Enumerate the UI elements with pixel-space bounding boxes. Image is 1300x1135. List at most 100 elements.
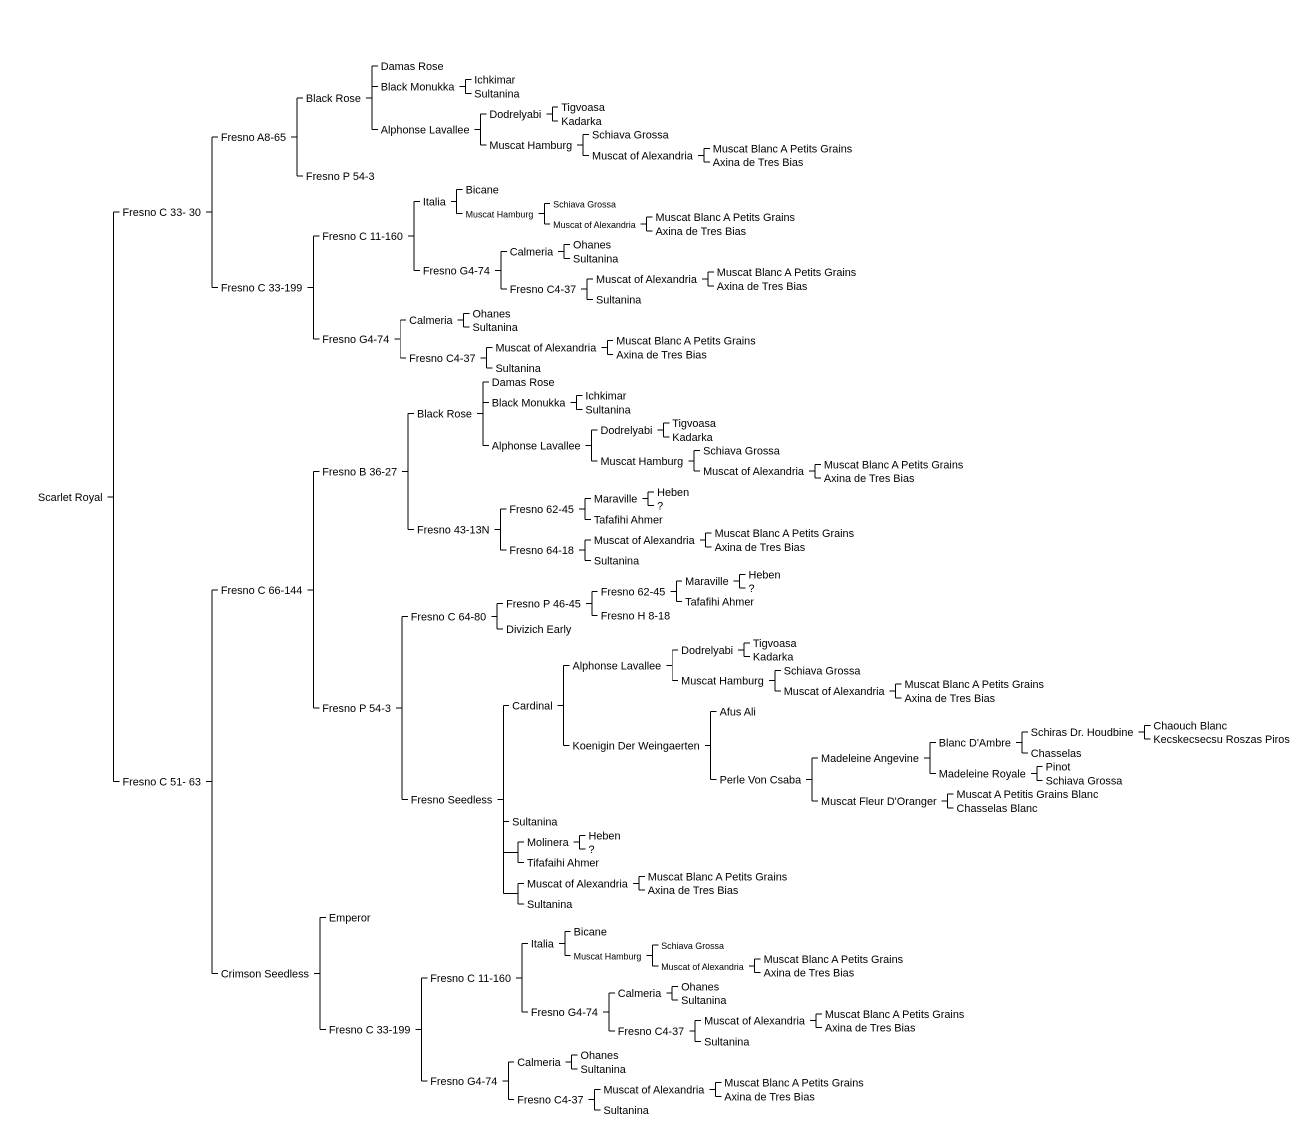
node-label-schiava-grossa: Schiava Grossa <box>592 130 670 142</box>
node-label-madeleine-angevine: Madeleine Angevine <box>821 753 919 765</box>
node-label-muscat-blanc-a-petits-grains: Muscat Blanc A Petits Grains <box>648 871 788 883</box>
node-label-chasselas-blanc: Chasselas Blanc <box>957 803 1038 815</box>
node-label-axina-de-tres-bias: Axina de Tres Bias <box>764 968 855 980</box>
node-label-heben: Heben <box>748 569 780 581</box>
node-label-maraville: Maraville <box>594 494 637 506</box>
node-label-blanc-d-ambre: Blanc D'Ambre <box>939 737 1011 749</box>
node-label-node: ? <box>589 844 595 856</box>
node-label-muscat-of-alexandria: Muscat of Alexandria <box>596 274 698 286</box>
node-label-tigvoasa: Tigvoasa <box>561 102 606 114</box>
node-label-fresno-c-66-144: Fresno C 66-144 <box>221 585 303 597</box>
node-label-fresno-g4-74: Fresno G4-74 <box>531 1007 598 1019</box>
node-label-kadarka: Kadarka <box>672 432 713 444</box>
node-label-italia: Italia <box>531 938 555 950</box>
node-label-black-monukka: Black Monukka <box>492 398 567 410</box>
node-label-scarlet-royal: Scarlet Royal <box>38 492 103 504</box>
node-label-dodrelyabi: Dodrelyabi <box>681 645 733 657</box>
node-label-axina-de-tres-bias: Axina de Tres Bias <box>724 1091 815 1103</box>
node-label-muscat-of-alexandria: Muscat of Alexandria <box>704 1016 806 1028</box>
node-label-fresno-c-33-199: Fresno C 33-199 <box>329 1024 411 1036</box>
node-label-axina-de-tres-bias: Axina de Tres Bias <box>648 885 739 897</box>
node-label-axina-de-tres-bias: Axina de Tres Bias <box>717 281 808 293</box>
node-label-sultanina: Sultanina <box>512 816 558 828</box>
node-label-ohanes: Ohanes <box>581 1050 620 1062</box>
node-label-axina-de-tres-bias: Axina de Tres Bias <box>825 1023 916 1035</box>
node-label-muscat-of-alexandria: Muscat of Alexandria <box>527 878 629 890</box>
node-label-muscat-hamburg: Muscat Hamburg <box>681 676 764 688</box>
node-label-muscat-of-alexandria: Muscat of Alexandria <box>592 150 694 162</box>
node-label-fresno-c4-37: Fresno C4-37 <box>409 353 475 365</box>
node-label-axina-de-tres-bias: Axina de Tres Bias <box>905 693 996 705</box>
node-label-muscat-hamburg: Muscat Hamburg <box>466 210 534 220</box>
node-label-muscat-blanc-a-petits-grains: Muscat Blanc A Petits Grains <box>724 1077 864 1089</box>
node-label-muscat-blanc-a-petits-grains: Muscat Blanc A Petits Grains <box>824 459 964 471</box>
node-label-ohanes: Ohanes <box>472 308 511 320</box>
node-label-muscat-of-alexandria: Muscat of Alexandria <box>703 466 805 478</box>
node-label-muscat-of-alexandria: Muscat of Alexandria <box>495 343 597 355</box>
node-label-fresno-p-46-45: Fresno P 46-45 <box>506 598 581 610</box>
node-label-schiras-dr-houdbine: Schiras Dr. Houdbine <box>1031 727 1134 739</box>
node-label-fresno-43-13n: Fresno 43-13N <box>417 525 489 537</box>
node-label-perle-von-csaba: Perle Von Csaba <box>720 774 802 786</box>
node-label-alphonse-lavallee: Alphonse Lavallee <box>492 440 581 452</box>
node-label-sultanina: Sultanina <box>495 363 541 375</box>
node-label-sultanina: Sultanina <box>681 995 727 1007</box>
node-label-schiava-grossa: Schiava Grossa <box>553 199 616 209</box>
node-label-fresno-seedless: Fresno Seedless <box>411 794 493 806</box>
node-label-sultanina: Sultanina <box>472 322 518 334</box>
node-label-muscat-a-petitis-grains-blanc: Muscat A Petitis Grains Blanc <box>957 789 1099 801</box>
node-label-axina-de-tres-bias: Axina de Tres Bias <box>715 542 806 554</box>
node-label-tigvoasa: Tigvoasa <box>753 638 798 650</box>
node-label-black-monukka: Black Monukka <box>381 82 456 94</box>
node-label-axina-de-tres-bias: Axina de Tres Bias <box>713 157 804 169</box>
node-label-fresno-g4-74: Fresno G4-74 <box>322 334 389 346</box>
node-label-fresno-b-36-27: Fresno B 36-27 <box>322 467 397 479</box>
node-label-muscat-blanc-a-petits-grains: Muscat Blanc A Petits Grains <box>764 954 904 966</box>
node-label-muscat-blanc-a-petits-grains: Muscat Blanc A Petits Grains <box>825 1009 965 1021</box>
node-label-chaouch-blanc: Chaouch Blanc <box>1153 720 1227 732</box>
node-label-bicane: Bicane <box>574 926 607 938</box>
node-label-muscat-hamburg: Muscat Hamburg <box>489 140 572 152</box>
node-label-damas-rose: Damas Rose <box>381 61 444 73</box>
node-label-tifafaihi-ahmer: Tifafaihi Ahmer <box>527 858 599 870</box>
node-label-sultanina: Sultanina <box>704 1036 750 1048</box>
node-label-molinera: Molinera <box>527 837 570 849</box>
node-label-muscat-blanc-a-petits-grains: Muscat Blanc A Petits Grains <box>616 336 756 348</box>
node-label-schiava-grossa: Schiava Grossa <box>1046 775 1124 787</box>
node-label-tafafihi-ahmer: Tafafihi Ahmer <box>685 597 754 609</box>
node-label-fresno-c-64-80: Fresno C 64-80 <box>411 611 486 623</box>
node-label-calmeria: Calmeria <box>618 988 662 1000</box>
node-label-alphonse-lavallee: Alphonse Lavallee <box>381 124 470 136</box>
node-label-dodrelyabi: Dodrelyabi <box>489 109 541 121</box>
node-label-axina-de-tres-bias: Axina de Tres Bias <box>656 226 747 238</box>
node-label-schiava-grossa: Schiava Grossa <box>703 446 781 458</box>
node-label-muscat-of-alexandria: Muscat of Alexandria <box>594 535 696 547</box>
node-label-sultanina: Sultanina <box>596 294 642 306</box>
node-label-fresno-c4-37: Fresno C4-37 <box>510 284 576 296</box>
node-label-fresno-c4-37: Fresno C4-37 <box>517 1095 583 1107</box>
node-label-maraville: Maraville <box>685 576 728 588</box>
node-label-italia: Italia <box>423 197 447 209</box>
node-label-kadarka: Kadarka <box>753 652 794 664</box>
node-label-dodrelyabi: Dodrelyabi <box>600 425 652 437</box>
node-label-axina-de-tres-bias: Axina de Tres Bias <box>824 473 915 485</box>
node-label-schiava-grossa: Schiava Grossa <box>784 665 862 677</box>
node-label-fresno-c4-37: Fresno C4-37 <box>618 1026 684 1038</box>
node-label-muscat-blanc-a-petits-grains: Muscat Blanc A Petits Grains <box>905 679 1045 691</box>
node-label-fresno-64-18: Fresno 64-18 <box>509 545 574 557</box>
node-label-calmeria: Calmeria <box>517 1057 561 1069</box>
node-label-fresno-g4-74: Fresno G4-74 <box>423 265 490 277</box>
node-label-fresno-p-54-3: Fresno P 54-3 <box>322 703 391 715</box>
node-label-kecskecsecsu-roszas-piros: Kecskecsecsu Roszas Piros <box>1153 734 1290 746</box>
node-label-muscat-blanc-a-petits-grains: Muscat Blanc A Petits Grains <box>713 143 853 155</box>
node-label-chasselas: Chasselas <box>1031 748 1082 760</box>
node-label-fresno-c-11-160: Fresno C 11-160 <box>430 973 511 985</box>
node-label-black-rose: Black Rose <box>417 409 472 421</box>
node-label-sultanina: Sultanina <box>581 1064 627 1076</box>
node-label-crimson-seedless: Crimson Seedless <box>221 968 310 980</box>
node-label-fresno-g4-74: Fresno G4-74 <box>430 1076 497 1088</box>
node-label-fresno-p-54-3: Fresno P 54-3 <box>306 171 375 183</box>
node-label-heben: Heben <box>657 487 689 499</box>
node-label-cardinal: Cardinal <box>512 700 552 712</box>
